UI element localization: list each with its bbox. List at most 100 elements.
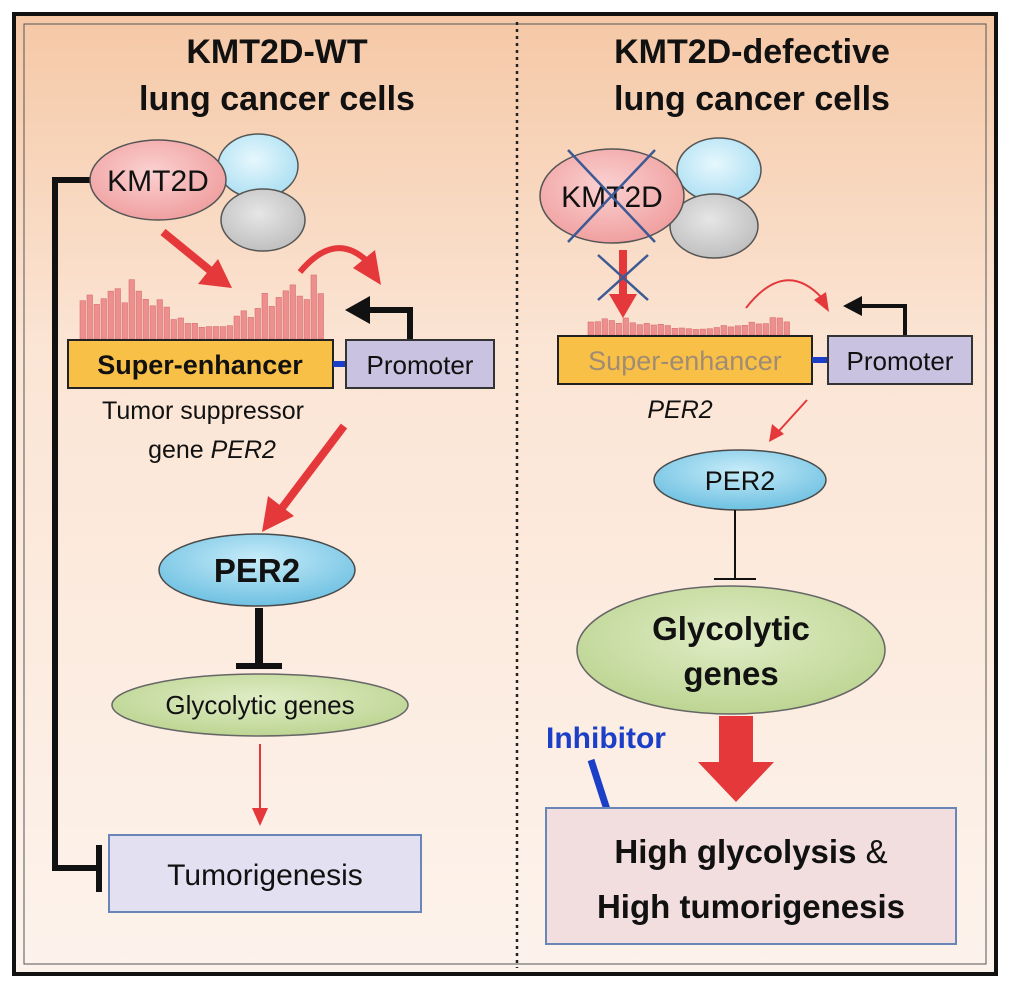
peak-bar — [762, 323, 769, 336]
left-tumorigenesis-label: Tumorigenesis — [167, 859, 363, 892]
peak-bar — [275, 297, 282, 340]
left-tumor-arrow-head — [252, 808, 268, 826]
peak-bar — [268, 306, 275, 340]
left-per2-arrow-shaft — [278, 423, 348, 511]
peak-bar — [114, 288, 121, 340]
left-gene-label-line1: Tumor suppressor — [102, 397, 304, 425]
right-promoter-label: Promoter — [847, 346, 954, 376]
outcome-glycolysis: High glycolysis — [614, 833, 856, 870]
right-gene-label: PER2 — [647, 396, 712, 424]
peak-bar — [282, 290, 289, 340]
left-title-line2: lung cancer cells — [139, 80, 415, 118]
right-big-arrow-head — [698, 762, 774, 802]
peak-bar — [100, 298, 107, 340]
left-gene-prefix: gene — [148, 436, 211, 464]
peak-bar — [692, 329, 699, 336]
peak-bar — [629, 322, 636, 336]
right-panel: KMT2D-defective lung cancer cells KMT2D … — [539, 33, 973, 945]
left-cofactor-gray — [220, 188, 306, 252]
peak-bar — [608, 320, 615, 336]
left-loop-arrow — [297, 245, 371, 274]
peak-bar — [128, 279, 135, 340]
right-per2-arrow-head — [769, 424, 784, 442]
peak-bar — [226, 325, 233, 340]
peak-bar — [170, 319, 177, 340]
left-per2-arrow-head — [262, 496, 294, 532]
left-per2-label: PER2 — [214, 552, 300, 589]
peak-bar — [748, 321, 755, 336]
right-promoter-box — [827, 335, 973, 385]
peak-bar — [636, 324, 643, 336]
left-cofactor-cyan — [217, 133, 299, 199]
peak-bar — [289, 284, 296, 340]
peak-bar — [685, 328, 692, 336]
peak-bar — [678, 327, 685, 336]
peak-bar — [121, 302, 128, 340]
right-outcome-box — [545, 807, 957, 945]
left-kmt2d-node — [89, 139, 227, 221]
outcome-ampersand: & — [856, 833, 887, 870]
peak-bar — [783, 321, 790, 336]
right-binding-peaks — [587, 317, 790, 336]
peak-bar — [720, 325, 727, 336]
right-glycolytic-node — [576, 585, 886, 715]
left-tss-arrow — [368, 307, 413, 342]
peak-bar — [107, 290, 114, 340]
left-promoter-label: Promoter — [367, 350, 474, 380]
left-gene-italic: PER2 — [211, 436, 276, 464]
right-tss-arrow — [860, 304, 907, 337]
left-binding-peaks — [79, 274, 324, 340]
right-per2-arrow-shaft — [777, 399, 808, 433]
peak-bar — [587, 321, 594, 336]
peak-bar — [706, 328, 713, 336]
right-loop-arrow — [745, 279, 823, 309]
peak-bar — [219, 326, 226, 340]
peak-bar — [261, 292, 268, 340]
right-glycolytic-label-line1: Glycolytic — [652, 610, 810, 647]
right-loop-arrow-head — [814, 292, 829, 312]
peak-bar — [699, 328, 706, 336]
inner-frame — [23, 23, 987, 965]
peak-bar — [615, 322, 622, 336]
left-glycolytic-label: Glycolytic genes — [165, 690, 354, 720]
peak-bar — [734, 325, 741, 336]
peak-bar — [247, 317, 254, 340]
left-gene-label-line2: gene PER2 — [148, 436, 276, 464]
peak-bar — [135, 290, 142, 340]
right-cofactor-cyan — [676, 137, 762, 203]
peak-bar — [671, 327, 678, 336]
left-tumorigenesis-box — [108, 834, 422, 913]
left-tss-arrow-head — [345, 296, 370, 324]
inhibitor-label: Inhibitor — [546, 722, 666, 755]
peak-bar — [601, 318, 608, 336]
right-tss-arrow-head — [843, 296, 862, 316]
peak-bar — [727, 326, 734, 336]
peak-bar — [205, 326, 212, 340]
peak-bar — [755, 323, 762, 336]
peak-bar — [177, 317, 184, 340]
left-super-enhancer-label: Super-enhancer — [97, 350, 303, 380]
peak-bar — [254, 308, 261, 340]
peak-bar — [594, 321, 601, 336]
peak-bar — [163, 306, 170, 340]
right-outcome-line2: High tumorigenesis — [597, 888, 905, 925]
peak-bar — [776, 317, 783, 336]
peak-bar — [198, 326, 205, 340]
right-super-enhancer-box — [557, 335, 813, 385]
peak-bar — [142, 298, 149, 340]
left-per2-node — [158, 533, 356, 607]
right-outcome-line1: High glycolysis & — [614, 833, 887, 870]
peak-bar — [317, 293, 324, 340]
peak-bar — [296, 295, 303, 340]
peak-bar — [79, 300, 86, 340]
peak-bar — [303, 299, 310, 340]
peak-bar — [240, 310, 247, 340]
peak-bar — [233, 315, 240, 340]
left-feedback-line — [52, 177, 97, 871]
peak-bar — [664, 325, 671, 336]
left-panel: KMT2D-WT lung cancer cells KMT2D Super-e… — [52, 33, 495, 913]
right-per2-label: PER2 — [705, 466, 776, 496]
left-kmt2d-arrow-shaft — [160, 228, 215, 276]
